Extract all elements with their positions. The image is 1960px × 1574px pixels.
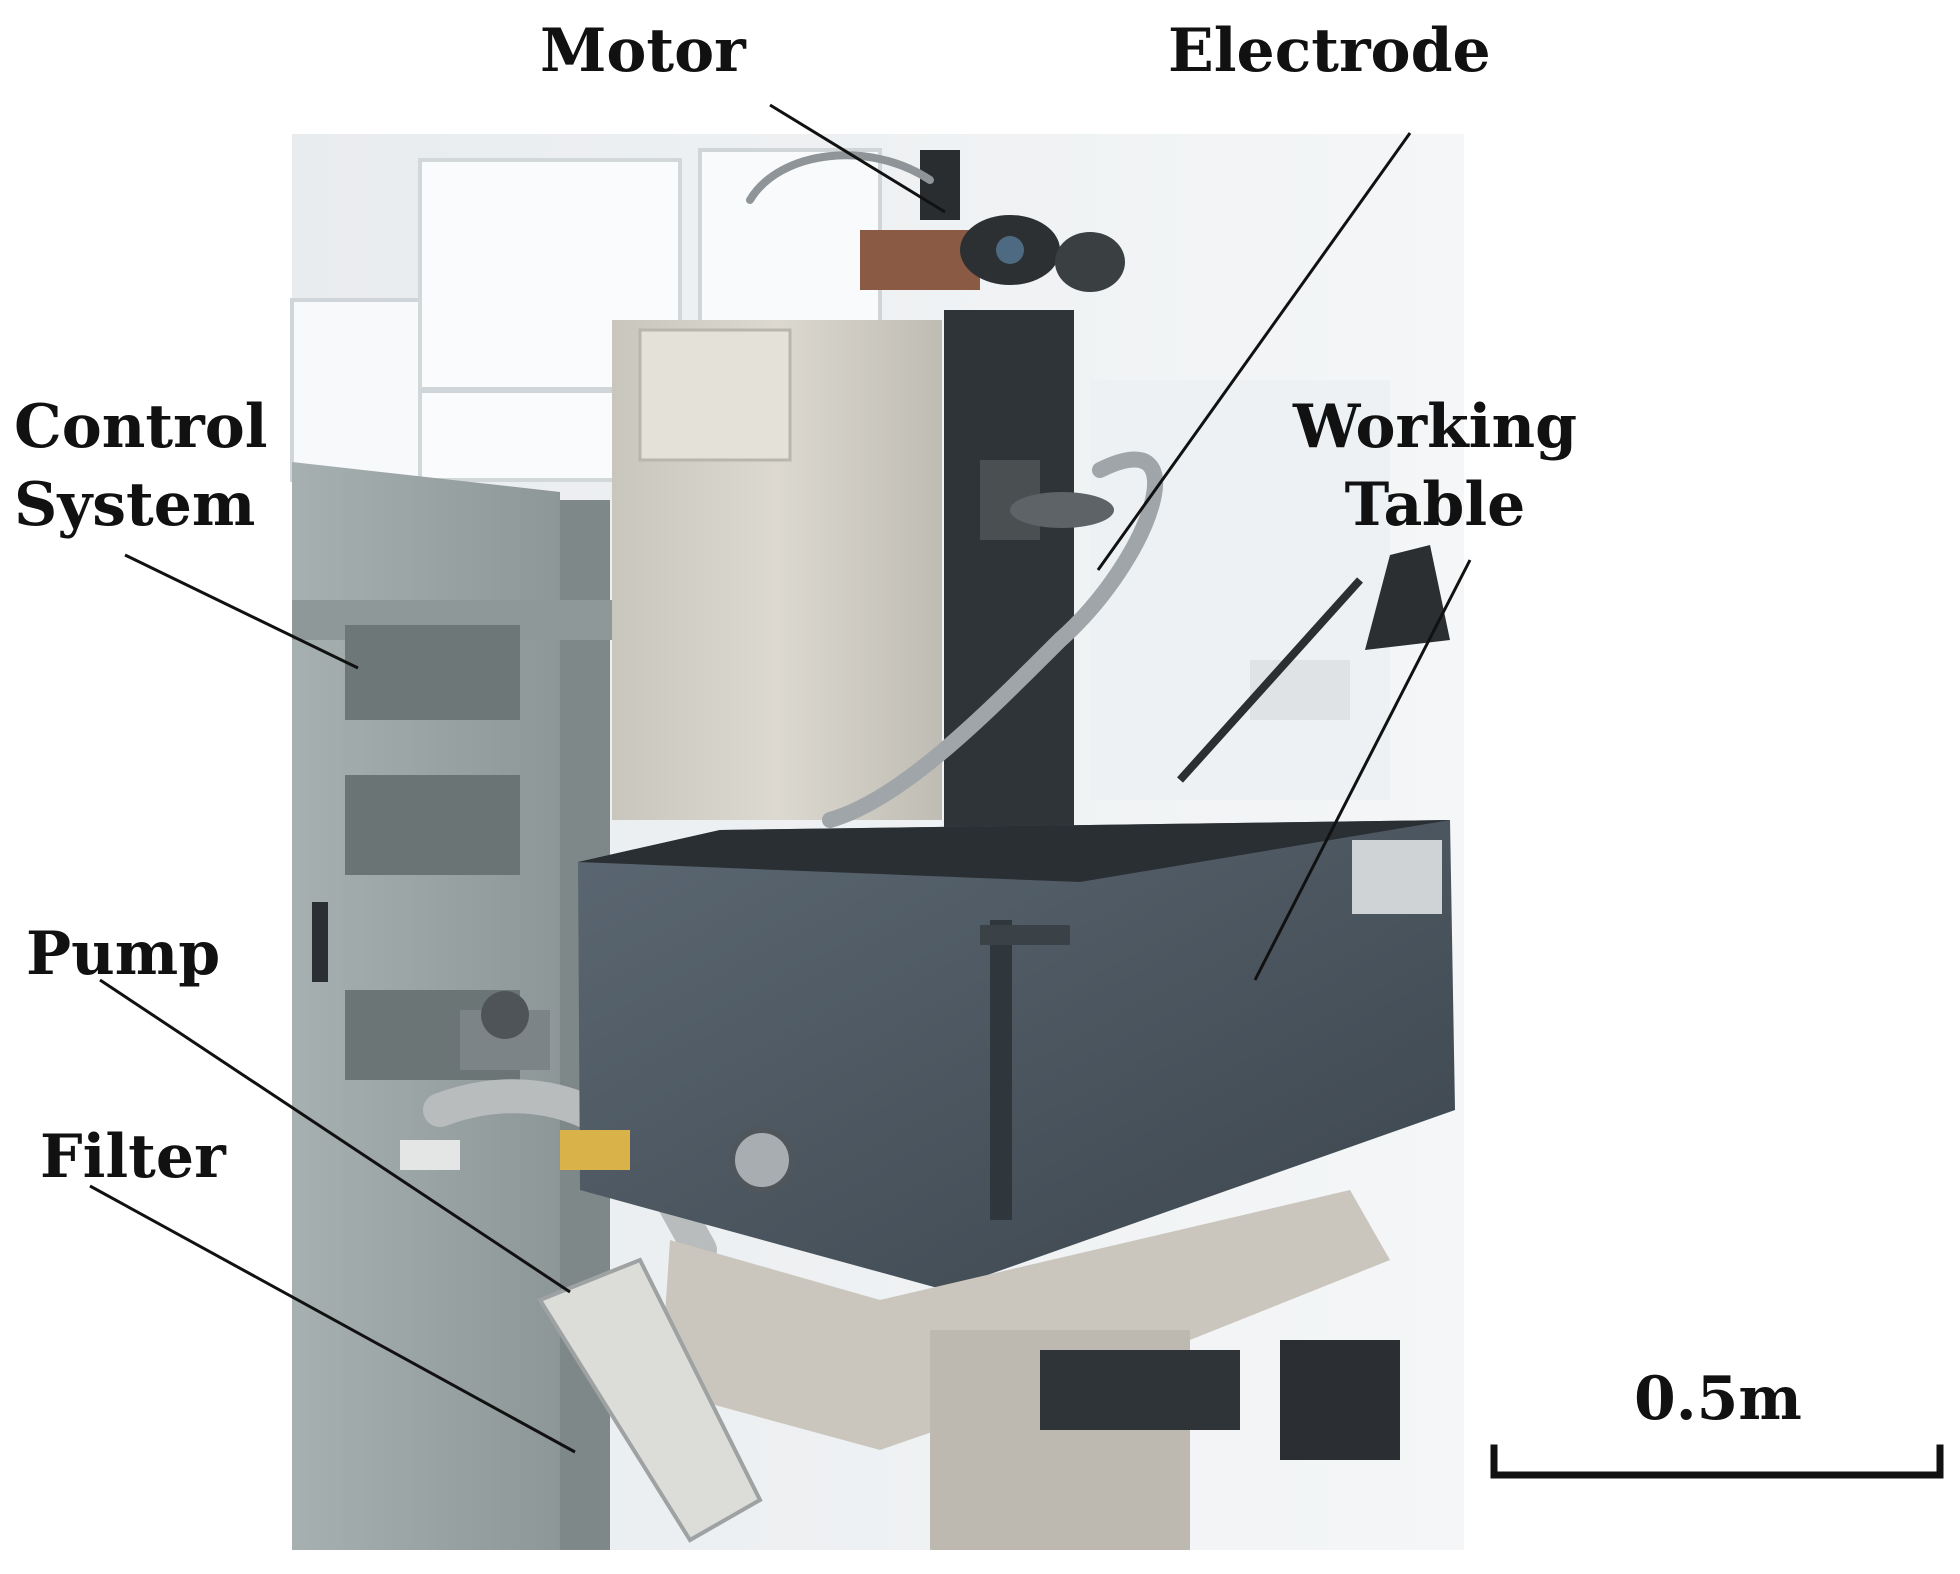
motor-label: Motor	[540, 16, 746, 86]
working-table-label-line-2: Table	[1344, 470, 1526, 540]
electrode-label: Electrode	[1168, 16, 1491, 86]
working-table-leader-line	[1253, 559, 1472, 981]
filter-label: Filter	[40, 1122, 226, 1192]
working-table-tank	[578, 820, 1455, 1290]
motor-leader-line	[769, 103, 946, 214]
control-system-cabinet	[292, 462, 612, 1550]
pump-and-filter	[400, 991, 763, 1543]
control-system-label-line-2: System	[14, 470, 256, 540]
working-table-label: Working Table	[1290, 388, 1580, 544]
control-system-leader-line	[124, 553, 359, 670]
pump-label: Pump	[26, 919, 221, 989]
scale-bar	[1490, 1444, 1944, 1479]
electrode-leader-line	[1096, 132, 1412, 571]
callout-leader-lines	[89, 103, 1472, 1454]
control-system-label: Control System	[14, 388, 268, 544]
motor-assembly	[860, 150, 1125, 292]
control-system-label-line-1: Control	[14, 392, 268, 462]
machine-base	[660, 1190, 1400, 1550]
pump-leader-line	[99, 978, 571, 1294]
working-table-label-line-1: Working	[1292, 392, 1578, 462]
scale-bar-label: 0.5m	[1634, 1364, 1802, 1434]
filter-leader-line	[89, 1184, 576, 1454]
edm-column	[612, 310, 1114, 830]
desk-lamp	[1177, 545, 1450, 783]
